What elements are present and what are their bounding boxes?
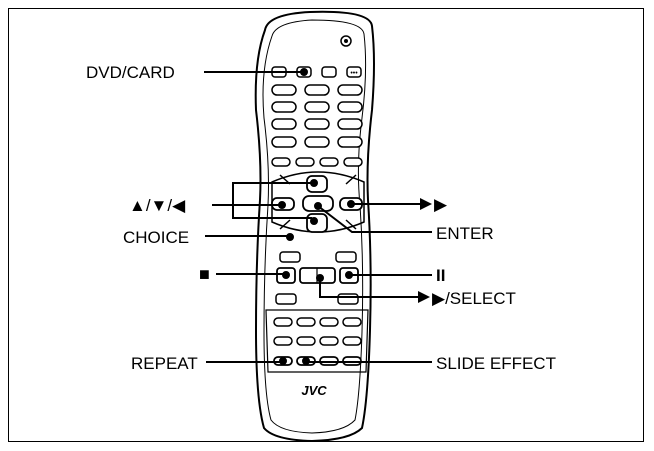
label-choice: CHOICE xyxy=(123,228,190,247)
number-button-grid xyxy=(271,84,363,148)
lower-panel xyxy=(265,309,369,373)
label-repeat: REPEAT xyxy=(131,354,198,373)
svg-text:•••: ••• xyxy=(350,70,358,77)
function-button-row xyxy=(271,157,363,167)
label-arrows: ▲/▼/◀ xyxy=(129,196,186,215)
label-slide-effect: SLIDE EFFECT xyxy=(436,354,556,373)
power-icon xyxy=(340,35,352,47)
figure-frame xyxy=(8,8,644,442)
arrowhead xyxy=(420,198,432,210)
brand-logo: JVC xyxy=(301,383,327,398)
label-play-select: ▶/SELECT xyxy=(432,289,516,308)
remote-button xyxy=(346,66,362,78)
arrowhead xyxy=(418,291,430,303)
label-play: ▶ xyxy=(434,195,448,214)
lower-button-grid xyxy=(273,317,362,346)
label-enter: ENTER xyxy=(436,224,494,243)
label-pause: II xyxy=(436,266,446,285)
remote-button xyxy=(321,66,337,78)
callout-lines xyxy=(204,68,432,365)
label-stop: ■ xyxy=(199,264,210,284)
label-dvd-card: DVD/CARD xyxy=(86,63,175,82)
